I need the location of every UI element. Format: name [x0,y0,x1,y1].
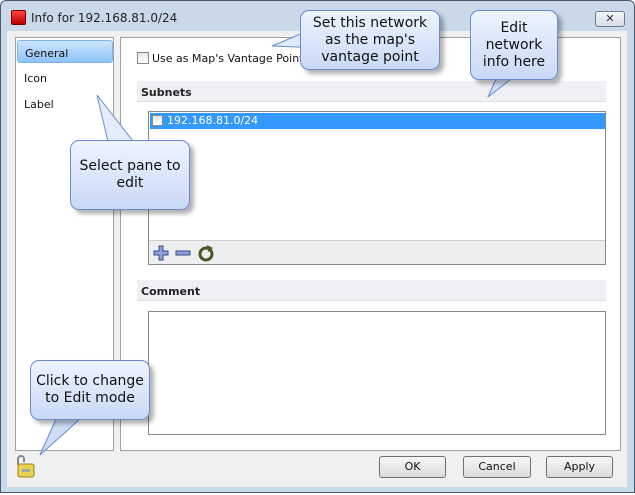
padlock-unlocked-icon[interactable] [14,454,36,478]
subnets-toolbar [149,240,605,264]
subnet-row[interactable]: 192.168.81.0/24 [150,113,605,129]
refresh-icon[interactable] [197,244,215,262]
cancel-button[interactable]: Cancel [463,456,531,478]
sidebar-item-label[interactable]: Label [24,98,54,111]
comment-header: Comment [137,280,606,301]
vantage-checkbox[interactable] [137,52,149,64]
title-bar[interactable]: Info for 192.168.81.0/24 ✕ [1,1,634,35]
window-title: Info for 192.168.81.0/24 [31,11,178,25]
remove-icon[interactable] [175,245,191,261]
comment-textarea[interactable] [148,311,606,435]
callout-edit-info: Edit network info here [470,10,558,80]
ok-button[interactable]: OK [379,456,446,478]
close-button[interactable]: ✕ [595,11,625,27]
sidebar-item-icon[interactable]: Icon [24,72,47,85]
callout-edit-mode: Click to change to Edit mode [30,360,150,420]
callout-select-pane: Select pane to edit [70,140,190,210]
subnets-list: 192.168.81.0/24 [148,111,606,265]
app-icon [11,10,26,25]
add-icon[interactable] [153,245,169,261]
apply-button[interactable]: Apply [546,456,613,478]
subnet-checkbox[interactable] [152,115,163,126]
subnet-value: 192.168.81.0/24 [167,114,259,127]
callout-vantage: Set this network as the map's vantage po… [300,10,440,70]
vantage-label: Use as Map's Vantage Point [152,52,304,65]
sidebar-item-general[interactable]: General [17,40,113,63]
